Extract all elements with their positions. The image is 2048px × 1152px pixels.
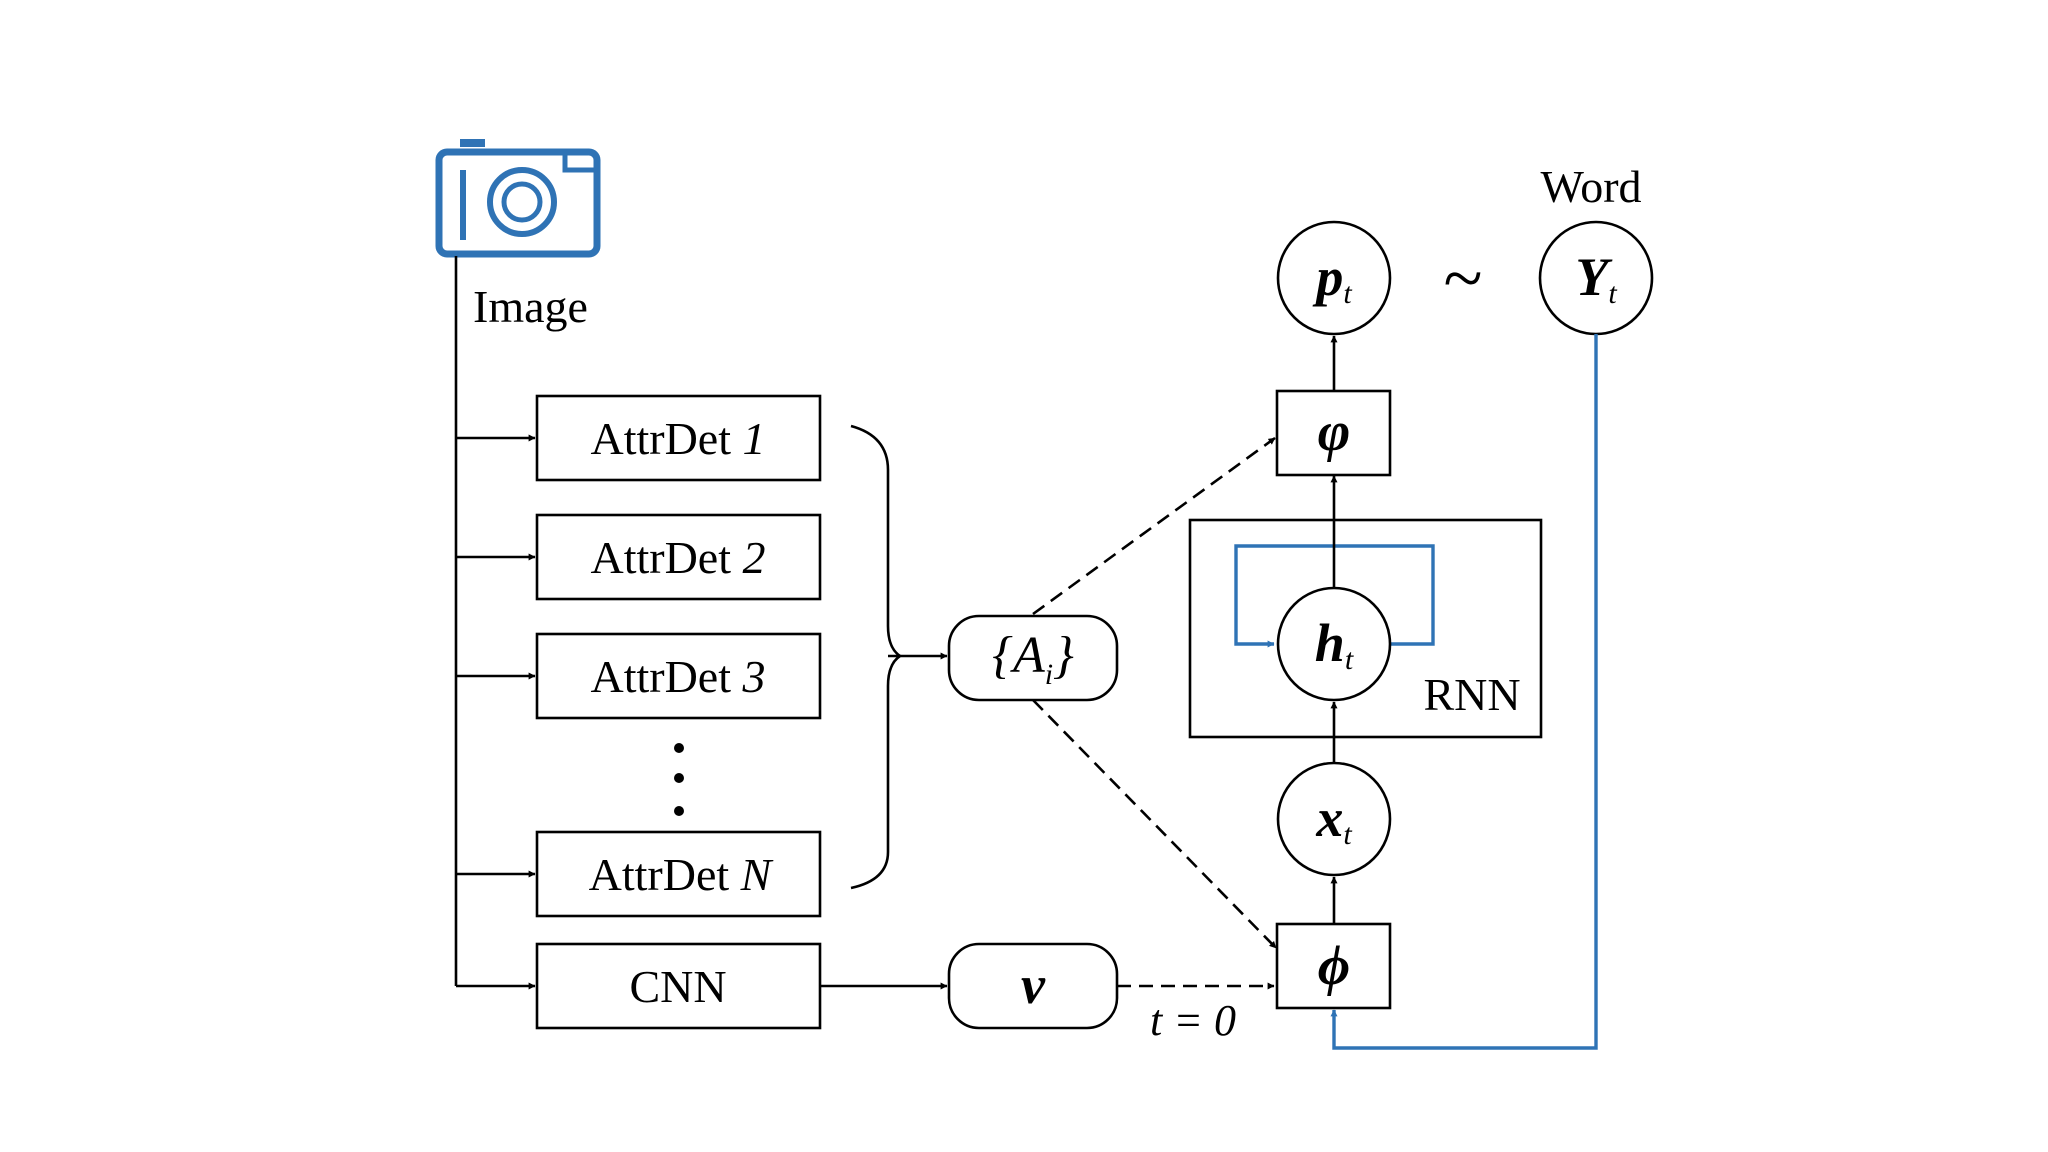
dashed-attributes-to-phi-out bbox=[1032, 436, 1276, 616]
svg-text:AttrDet N: AttrDet N bbox=[589, 849, 774, 900]
attrdet-name: AttrDet bbox=[590, 651, 731, 702]
t-zero-label: t = 0 bbox=[1150, 996, 1236, 1045]
h-subscript: t bbox=[1345, 643, 1354, 676]
svg-text:xt: xt bbox=[1315, 788, 1352, 851]
v-symbol: v bbox=[1021, 955, 1046, 1015]
svg-text:AttrDet 3: AttrDet 3 bbox=[590, 651, 765, 702]
attributes-symbol: A bbox=[1010, 627, 1045, 684]
p-node: pt bbox=[1276, 220, 1392, 336]
rnn-label: RNN bbox=[1423, 669, 1520, 720]
attrdet-box-n: AttrDet N bbox=[535, 830, 822, 918]
x-subscript: t bbox=[1343, 818, 1352, 851]
p-symbol: p bbox=[1312, 247, 1343, 307]
attrdet-name: AttrDet bbox=[589, 849, 730, 900]
phi-input-symbol: ϕ bbox=[1318, 935, 1350, 997]
svg-text:pt: pt bbox=[1312, 247, 1352, 310]
y-subscript: t bbox=[1608, 277, 1617, 310]
h-symbol: h bbox=[1315, 613, 1345, 673]
image-label: Image bbox=[473, 281, 588, 332]
dashed-attributes-to-phi-in bbox=[1032, 699, 1277, 949]
attrdet-name: AttrDet bbox=[590, 413, 731, 464]
svg-text:ht: ht bbox=[1315, 613, 1354, 676]
cnn-label: CNN bbox=[629, 961, 726, 1012]
y-symbol: Y bbox=[1575, 247, 1613, 307]
attributes-node: {Ai} bbox=[947, 614, 1119, 702]
phi-output-symbol: φ bbox=[1318, 401, 1351, 463]
y-node: Yt bbox=[1538, 220, 1654, 336]
attrdet-name: AttrDet bbox=[590, 532, 731, 583]
attrdet-index: N bbox=[740, 849, 774, 900]
cnn-box: CNN bbox=[535, 942, 822, 1030]
brace-close: } bbox=[1053, 627, 1074, 684]
svg-text:{Ai}: {Ai} bbox=[992, 627, 1074, 691]
svg-text:AttrDet 2: AttrDet 2 bbox=[590, 532, 765, 583]
v-node: v bbox=[947, 942, 1119, 1030]
phi-output-box: φ bbox=[1275, 389, 1392, 477]
brace-open: { bbox=[992, 627, 1013, 684]
word-label: Word bbox=[1540, 161, 1641, 212]
x-node: xt bbox=[1276, 761, 1392, 877]
attrdet-index: 2 bbox=[743, 532, 766, 583]
camera-icon bbox=[435, 139, 601, 258]
svg-text:AttrDet 1: AttrDet 1 bbox=[590, 413, 765, 464]
tilde-symbol: ~ bbox=[1444, 238, 1483, 318]
svg-text:Yt: Yt bbox=[1575, 247, 1617, 310]
attrdet-box-3: AttrDet 3 bbox=[535, 632, 822, 720]
attrdet-index: 1 bbox=[743, 413, 766, 464]
attrdet-box-2: AttrDet 2 bbox=[535, 513, 822, 601]
attrdet-index: 3 bbox=[742, 651, 766, 702]
attrdet-box-1: AttrDet 1 bbox=[535, 394, 822, 482]
x-symbol: x bbox=[1315, 788, 1343, 848]
attributes-subscript: i bbox=[1045, 658, 1053, 691]
ellipsis-dots bbox=[674, 743, 684, 816]
word-feedback-line bbox=[1330, 334, 1598, 1050]
rnn-box: RNN bbox=[1188, 518, 1543, 739]
h-node: ht bbox=[1276, 586, 1392, 702]
phi-input-box: ϕ bbox=[1275, 922, 1392, 1010]
p-subscript: t bbox=[1343, 277, 1352, 310]
